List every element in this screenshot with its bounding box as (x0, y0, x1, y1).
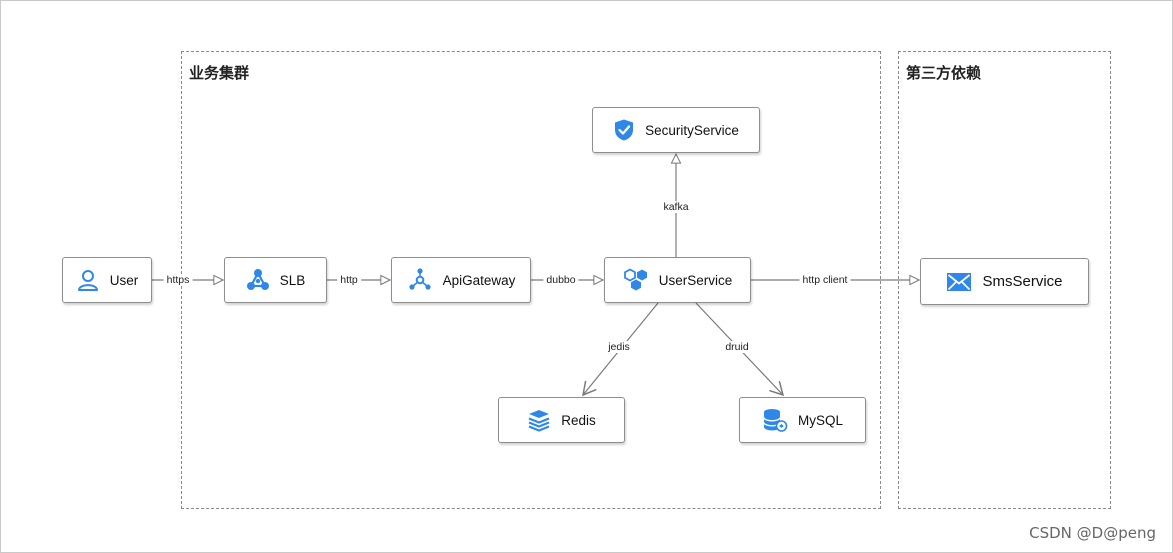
third-party-group: 第三方依赖 (898, 51, 1111, 509)
user-icon (76, 268, 100, 292)
business-cluster-title: 业务集群 (189, 64, 250, 82)
stack-icon (527, 408, 551, 432)
edge-label-https: https (163, 274, 193, 286)
node-security-service-label: SecurityService (645, 122, 739, 138)
database-icon (762, 407, 788, 433)
edge-label-jedis: jedis (605, 341, 633, 353)
load-balancer-icon (246, 268, 270, 292)
node-user[interactable]: User (62, 257, 152, 303)
node-user-service[interactable]: UserService (604, 257, 751, 303)
gateway-icon (407, 267, 433, 293)
node-api-gateway[interactable]: ApiGateway (391, 257, 531, 303)
node-security-service[interactable]: SecurityService (592, 107, 760, 153)
edge-label-http: http (337, 274, 361, 286)
node-api-gateway-label: ApiGateway (442, 272, 516, 288)
edge-label-kafka: kafka (660, 201, 692, 213)
node-mysql[interactable]: MySQL (739, 397, 866, 443)
node-sms-service-label: SmsService (982, 273, 1063, 290)
mail-icon (946, 271, 972, 293)
watermark: CSDN @D@peng (1029, 524, 1156, 542)
node-redis-label: Redis (561, 412, 596, 428)
edge-label-http-client: http client (799, 274, 851, 286)
node-redis[interactable]: Redis (498, 397, 625, 443)
node-slb-label: SLB (279, 272, 306, 288)
third-party-title: 第三方依赖 (906, 64, 982, 82)
shield-icon (613, 118, 635, 142)
hexagon-cluster-icon (623, 268, 649, 292)
node-mysql-label: MySQL (797, 412, 843, 428)
node-sms-service[interactable]: SmsService (920, 258, 1089, 305)
edge-label-dubbo: dubbo (543, 274, 579, 286)
node-user-label: User (109, 272, 139, 288)
node-slb[interactable]: SLB (224, 257, 327, 303)
edge-label-druid: druid (722, 341, 752, 353)
node-user-service-label: UserService (658, 272, 733, 288)
